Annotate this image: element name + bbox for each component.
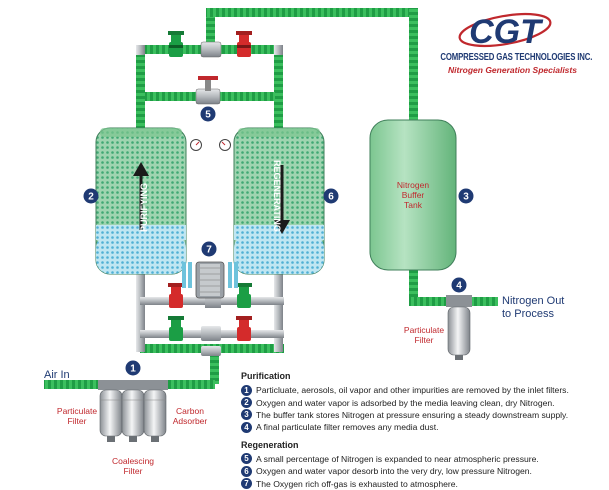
diagram-labels: Air In Particulate Filter Carbon Adsorbe… — [44, 295, 564, 476]
legend: Purification 1 Particluate, aerosols, oi… — [241, 371, 607, 490]
air-in-label: Air In — [44, 369, 70, 381]
valve-top-right-red-icon — [236, 31, 252, 57]
valve-mid-left-red-icon — [168, 283, 184, 308]
legend-row: 1 Particluate, aerosols, oil vapor and o… — [241, 384, 607, 396]
carbon-adsorber-label-2: Adsorber — [173, 416, 208, 426]
legend-text: The Oxygen rich off-gas is exhausted to … — [256, 478, 458, 489]
particulate-filter-left-label-1: Particulate — [57, 406, 97, 416]
marker-1: 1 — [125, 360, 141, 376]
legend-number: 3 — [241, 409, 252, 421]
logo-company-name: COMPRESSED GAS TECHNOLOGIES INC. — [440, 52, 593, 63]
legend-number: 6 — [241, 465, 252, 477]
legend-number: 5 — [241, 453, 252, 465]
legend-row: 2 Oxygen and water vapor is adsorbed by … — [241, 396, 607, 409]
regenerating-label: REGENERATING — [272, 160, 282, 232]
buffer-tank-label-2: Buffer — [402, 190, 425, 200]
buffer-tank-label-3: Tank — [404, 200, 423, 210]
marker-2-text: 2 — [88, 192, 94, 203]
valve-mid-right-green-icon — [236, 283, 252, 308]
exhaust-silencer — [182, 261, 238, 299]
marker-6-text: 6 — [328, 192, 334, 203]
marker-3: 3 — [458, 188, 474, 204]
marker-4-text: 4 — [456, 281, 462, 292]
legend-row: 5 A small percentage of Nitrogen is expa… — [241, 453, 607, 465]
buffer-tank-label-1: Nitrogen — [397, 180, 429, 190]
needle-valve-icon — [198, 76, 218, 91]
marker-7-text: 7 — [206, 245, 212, 256]
particulate-filter-left-label-2: Filter — [68, 416, 87, 426]
pressure-gauge-left-icon — [190, 139, 202, 151]
legend-number: 2 — [241, 397, 252, 409]
outlet-particulate-filter — [446, 295, 472, 360]
legend-number: 1 — [241, 384, 252, 396]
legend-row: 7 The Oxygen rich off-gas is exhausted t… — [241, 477, 607, 490]
marker-6: 6 — [323, 188, 339, 204]
valve-top-left-green-icon — [168, 31, 184, 57]
legend-text: Oxygen and water vapor is adsorbed by th… — [256, 397, 555, 408]
legend-text: The buffer tank stores Nitrogen at press… — [256, 409, 569, 420]
marker-2: 2 — [83, 188, 99, 204]
buffer-tank: Nitrogen Buffer Tank — [369, 119, 457, 271]
valve-low-left-green-icon — [168, 316, 184, 341]
marker-1-text: 1 — [130, 364, 136, 375]
logo-text: CGT — [469, 13, 544, 51]
coalescing-filter-label-1: Coalescing — [112, 456, 154, 466]
legend-purification-title: Purification — [241, 371, 291, 381]
particulate-filter-right-label-1: Particulate — [404, 325, 444, 335]
nitrogen-out-label-2: to Process — [502, 308, 554, 320]
adsorber-tank-left: PURIFYING — [95, 127, 187, 275]
legend-text: Particluate, aerosols, oil vapor and oth… — [256, 385, 569, 396]
legend-number: 7 — [241, 478, 252, 490]
purifying-label: PURIFYING — [139, 183, 149, 232]
marker-5: 5 — [200, 106, 216, 122]
legend-row: 4 A final particulate filter removes any… — [241, 421, 607, 433]
legend-regeneration-title: Regeneration — [241, 439, 299, 450]
legend-row: 6 Oxygen and water vapor desorb into the… — [241, 465, 607, 477]
carbon-adsorber-label-1: Carbon — [176, 406, 204, 416]
marker-4: 4 — [451, 277, 467, 293]
pressure-gauge-right-icon — [219, 139, 231, 151]
legend-text: Oxygen and water vapor desorb into the v… — [256, 466, 532, 477]
legend-text: A small percentage of Nitrogen is expand… — [256, 453, 539, 464]
particulate-filter-right-label-2: Filter — [415, 335, 434, 345]
coalescing-filter-label-2: Filter — [124, 466, 143, 476]
legend-text: A final particulate filter removes any m… — [256, 422, 439, 433]
nitrogen-out-label-1: Nitrogen Out — [502, 295, 564, 307]
logo-tagline: Nitrogen Generation Specialists — [448, 65, 577, 75]
marker-5-text: 5 — [205, 110, 211, 121]
valve-low-right-red-icon — [236, 316, 252, 341]
marker-7: 7 — [201, 241, 217, 257]
inlet-filter-carbon — [142, 380, 168, 442]
marker-3-text: 3 — [463, 192, 469, 203]
legend-number: 4 — [241, 421, 252, 433]
legend-row: 3 The buffer tank stores Nitrogen at pre… — [241, 409, 607, 421]
adsorber-tank-right: REGENERATING — [233, 127, 325, 275]
cgt-logo: CGT — [458, 12, 552, 51]
